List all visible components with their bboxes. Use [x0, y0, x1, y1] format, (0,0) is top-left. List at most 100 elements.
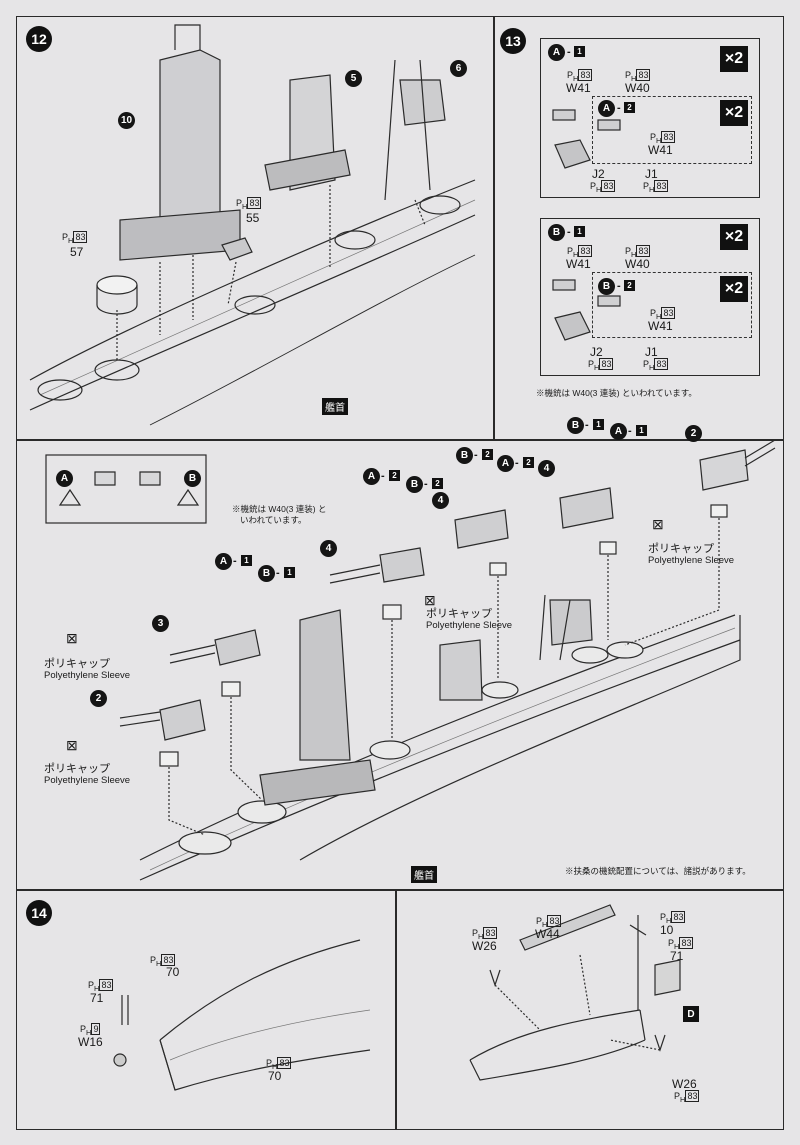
part-70-top: 70 [166, 965, 180, 979]
label-a1-dash: - [567, 46, 571, 58]
label-b1-right-dash: - [585, 419, 589, 431]
label-a1-right-dash: - [628, 425, 632, 437]
multiplier-a2: ×2 [720, 100, 748, 126]
part-callout-2-right: 2 [685, 425, 702, 442]
part-71-right: 71 [670, 949, 684, 963]
inset-label-a: A [56, 470, 73, 487]
bow-direction-label-12: 艦首 [322, 398, 348, 415]
label-a2-letter: A [598, 100, 615, 117]
label-b2-center-num: 2 [432, 478, 443, 489]
label-a1-left-num: 1 [241, 555, 252, 566]
polycap-icon-right: ⊠ [652, 516, 664, 532]
part-w40-b: W40 [625, 257, 650, 271]
part-j1-a: J1 [645, 167, 658, 181]
part-j1-b: J1 [645, 345, 658, 359]
label-a2-dash: - [617, 102, 621, 114]
part-callout-10: 10 [118, 112, 135, 129]
step-12-panel [16, 16, 494, 440]
turret-assembly-panel [16, 440, 784, 890]
label-b2-right-dash: - [474, 449, 478, 461]
label-b1-right-num: 1 [593, 419, 604, 430]
polycap-jp-left2: ポリキャップ [44, 763, 110, 775]
polycap-jp-left1: ポリキャップ [44, 658, 110, 670]
part-callout-4-a: 4 [432, 492, 449, 509]
step-14-right-panel [396, 890, 784, 1130]
step-number-13: 13 [500, 28, 526, 54]
part-callout-4-c: 4 [320, 540, 337, 557]
multiplier-b1: ×2 [720, 224, 748, 250]
label-a2-right-dash: - [515, 457, 519, 469]
polycap-en-right: Polyethylene Sleeve [648, 555, 735, 566]
note-w40-left-line1: ※機銃は W40(3 連装) と [232, 504, 327, 514]
part-w41-a: W41 [566, 81, 591, 95]
label-a2-center-dash: - [381, 470, 385, 482]
part-w40-a: W40 [625, 81, 650, 95]
part-callout-4-b: 4 [538, 460, 555, 477]
polycap-en-center: Polyethylene Sleeve [426, 620, 513, 631]
note-w40-right: ※機銃は W40(3 連装) といわれています。 [536, 388, 697, 398]
multiplier-a1: ×2 [720, 46, 748, 72]
label-b2-letter: B [598, 278, 615, 295]
note-w40-left-line2: いわれています。 [240, 515, 307, 525]
step-number-12: 12 [26, 26, 52, 52]
label-a2-right-letter: A [497, 455, 514, 472]
polycap-jp-center: ポリキャップ [426, 608, 492, 620]
label-a1-right-num: 1 [636, 425, 647, 436]
label-b1-letter: B [548, 224, 565, 241]
label-a2-num: 2 [624, 102, 635, 113]
part-callout-5: 5 [345, 70, 362, 87]
inset-label-b: B [184, 470, 201, 487]
multiplier-b2: ×2 [720, 276, 748, 302]
label-b2-right-num: 2 [482, 449, 493, 460]
part-w16: W16 [78, 1035, 103, 1049]
step-14-left-panel [16, 890, 396, 1130]
label-b1-left-dash: - [276, 567, 280, 579]
label-a1-left-dash: - [233, 555, 237, 567]
label-a1-right-letter: A [610, 423, 627, 440]
part-callout-3: 3 [152, 615, 169, 632]
part-w26-top: W26 [472, 939, 497, 953]
label-b1-num: 1 [574, 226, 585, 237]
polycap-jp-right: ポリキャップ [648, 543, 714, 555]
part-j2-a: J2 [592, 167, 605, 181]
subassembly-b-box [540, 218, 760, 376]
part-w44: W44 [535, 927, 560, 941]
note-fuso: ※扶桑の機銃配置については、諸説があります。 [565, 866, 751, 876]
decal-d-badge: D [683, 1006, 699, 1022]
polycap-en-left2: Polyethylene Sleeve [44, 775, 131, 786]
label-b1-left-letter: B [258, 565, 275, 582]
step-13-panel [494, 16, 784, 440]
label-a2-center-num: 2 [389, 470, 400, 481]
part-70-bottom: 70 [268, 1069, 282, 1083]
part-number-55: 55 [246, 211, 260, 225]
part-number-57: 57 [70, 245, 84, 259]
bow-direction-label-center: 艦首 [411, 866, 437, 883]
part-j2-b: J2 [590, 345, 603, 359]
part-71-left: 71 [90, 991, 104, 1005]
label-b2-dash: - [617, 280, 621, 292]
polycap-icon-center: ⊠ [424, 592, 436, 608]
part-w26-bottom: W26 [672, 1077, 697, 1091]
step-number-14: 14 [26, 900, 52, 926]
polycap-icon-left1: ⊠ [66, 630, 78, 646]
label-b1-left-num: 1 [284, 567, 295, 578]
subassembly-a-box [540, 38, 760, 198]
polycap-en-left1: Polyethylene Sleeve [44, 670, 131, 681]
label-b2-num: 2 [624, 280, 635, 291]
